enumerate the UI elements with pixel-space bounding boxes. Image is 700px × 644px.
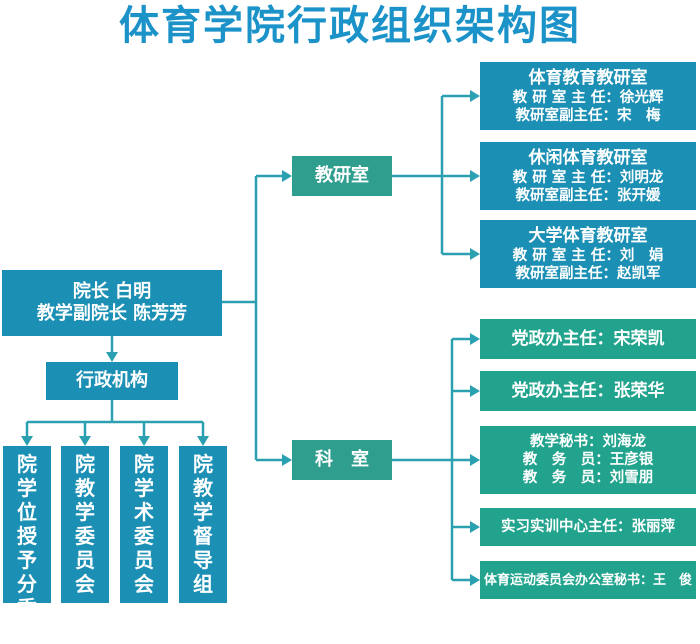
admin-label: 行政机构 bbox=[76, 370, 148, 391]
office-line: 教 务 员：刘雪朋 bbox=[522, 470, 654, 486]
committee-box: 院教学督导组 bbox=[179, 446, 227, 603]
room-name: 体育教育教研室 bbox=[528, 67, 648, 88]
room-name: 休闲体育教研室 bbox=[528, 147, 648, 168]
office-box: 体育运动委员会办公室秘书：王 俊 bbox=[480, 561, 696, 599]
office-box: 实习实训中心主任：张丽萍 bbox=[480, 508, 696, 546]
dean-line1: 院长 白明 bbox=[72, 281, 152, 302]
committee-box: 院学术委员会 bbox=[120, 446, 168, 603]
office-line: 党政办主任：张荣华 bbox=[511, 380, 665, 401]
dean-line2: 教学副院长 陈芳芳 bbox=[36, 303, 188, 324]
keshi-label: 科 室 bbox=[315, 449, 369, 470]
committee-box: 院教学委员会 bbox=[61, 446, 109, 603]
committee-box: 院学位授予分委会 bbox=[3, 446, 51, 644]
committee-label: 院学术委员会 bbox=[134, 452, 154, 596]
keshi-box: 科 室 bbox=[292, 440, 392, 480]
office-line: 教 务 员：王彦银 bbox=[522, 452, 654, 468]
room-deputy: 教研室副主任：张开媛 bbox=[515, 187, 661, 204]
committee-label: 院学位授予分委会 bbox=[17, 452, 37, 644]
committee-label: 院教学督导组 bbox=[193, 452, 213, 596]
office-line: 党政办主任：宋荣凯 bbox=[511, 328, 665, 349]
page-title: 体育学院行政组织架构图 bbox=[119, 3, 581, 49]
office-box: 教学秘书：刘海龙 教 务 员：王彦银 教 务 员：刘雪朋 bbox=[480, 426, 696, 494]
room-director: 教 研 室 主 任：徐光辉 bbox=[512, 89, 664, 106]
jiaoyanshi-label: 教研室 bbox=[315, 165, 369, 186]
admin-box: 行政机构 bbox=[46, 362, 178, 400]
room-deputy: 教研室副主任：赵凯军 bbox=[515, 265, 661, 282]
dean-box: 院长 白明 教学副院长 陈芳芳 bbox=[2, 270, 222, 336]
office-box: 党政办主任：宋荣凯 bbox=[480, 319, 696, 359]
room-director: 教 研 室 主 任：刘 娟 bbox=[512, 247, 664, 264]
room-director: 教 研 室 主 任：刘明龙 bbox=[512, 169, 664, 186]
office-line: 教学秘书：刘海龙 bbox=[530, 434, 646, 450]
room-box: 休闲体育教研室 教 研 室 主 任：刘明龙 教研室副主任：张开媛 bbox=[480, 142, 696, 210]
room-box: 体育教育教研室 教 研 室 主 任：徐光辉 教研室副主任：宋 梅 bbox=[480, 62, 696, 130]
office-line: 体育运动委员会办公室秘书：王 俊 bbox=[483, 572, 692, 588]
committee-label: 院教学委员会 bbox=[75, 452, 95, 596]
room-deputy: 教研室副主任：宋 梅 bbox=[515, 107, 661, 124]
jiaoyanshi-box: 教研室 bbox=[292, 156, 392, 196]
office-line: 实习实训中心主任：张丽萍 bbox=[501, 519, 675, 535]
connector-lines bbox=[21, 90, 480, 586]
office-box: 党政办主任：张荣华 bbox=[480, 371, 696, 411]
room-name: 大学体育教研室 bbox=[528, 225, 648, 246]
room-box: 大学体育教研室 教 研 室 主 任：刘 娟 教研室副主任：赵凯军 bbox=[480, 220, 696, 288]
